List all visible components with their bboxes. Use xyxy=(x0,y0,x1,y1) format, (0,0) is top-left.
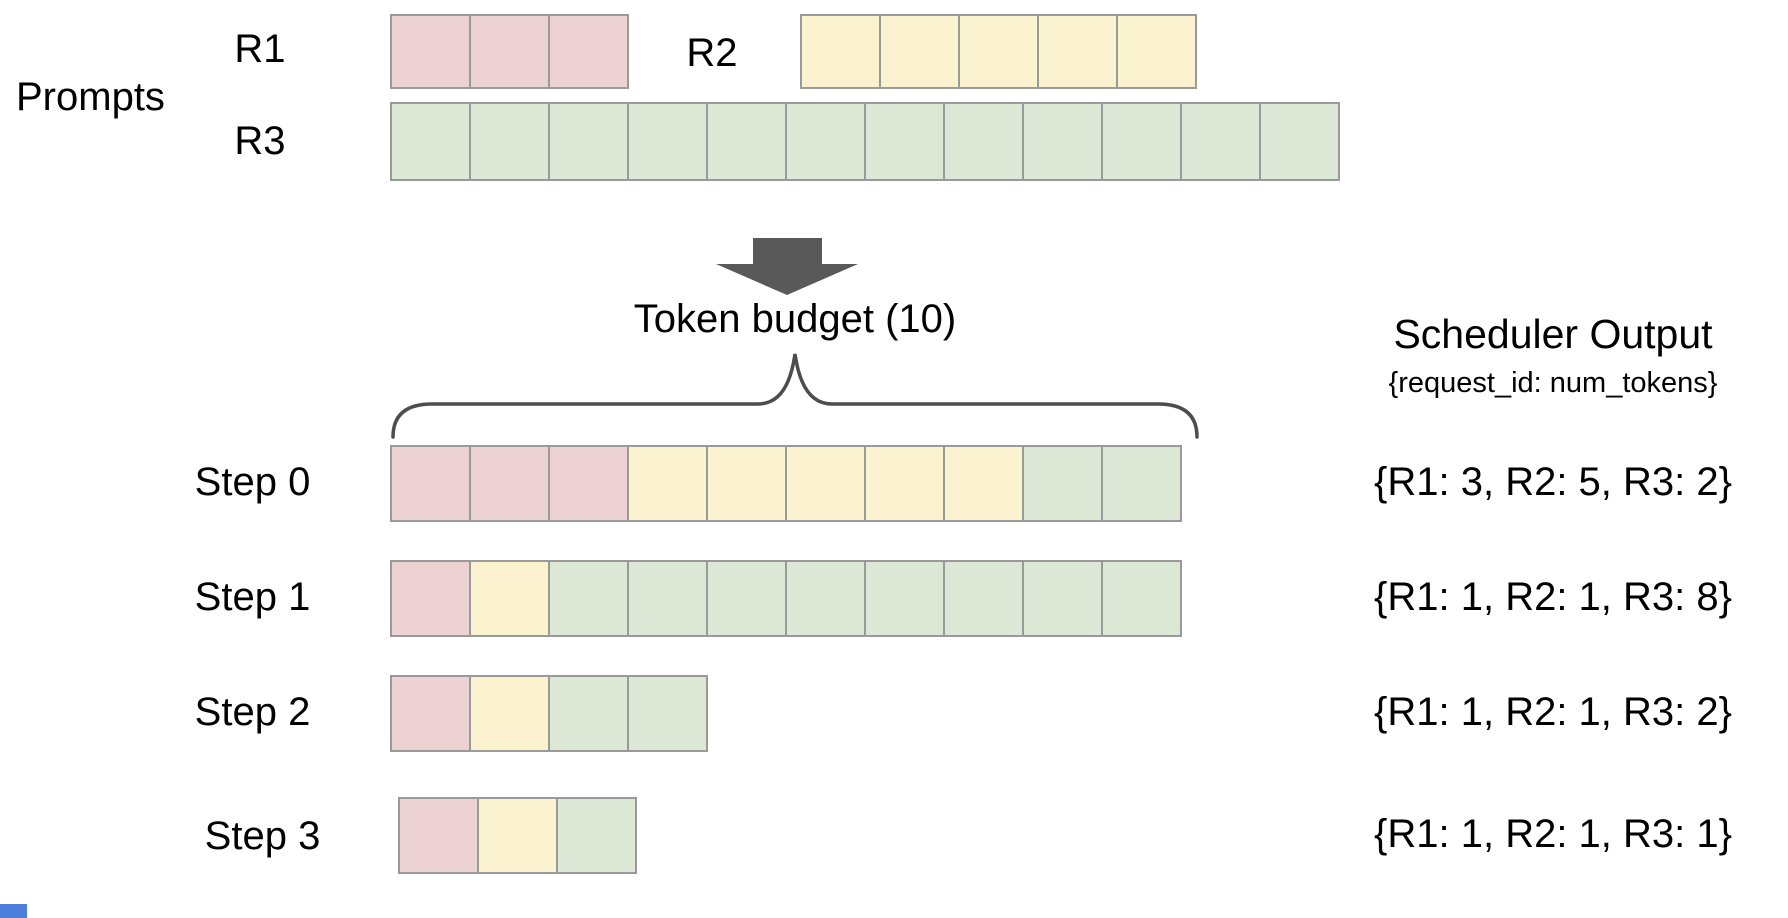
token-cell-r2 xyxy=(864,445,945,522)
step-0-output: {R1: 3, R2: 5, R3: 2} xyxy=(1374,460,1732,504)
step-0-label: Step 0 xyxy=(194,460,311,504)
token-cell-r1 xyxy=(469,14,550,89)
token-cell-r1 xyxy=(469,445,550,522)
token-cell-r2 xyxy=(785,445,866,522)
token-cell-r3 xyxy=(943,560,1024,637)
token-cell-r3 xyxy=(390,102,471,181)
token-cell-r2 xyxy=(627,445,708,522)
token-cell-r2 xyxy=(879,14,960,89)
step-3-output: {R1: 1, R2: 1, R3: 1} xyxy=(1374,812,1732,856)
prompt-r2-label: R2 xyxy=(686,31,738,75)
token-cell-r3 xyxy=(1259,102,1340,181)
token-cell-r3 xyxy=(627,560,708,637)
step-1-output: {R1: 1, R2: 1, R3: 8} xyxy=(1374,575,1732,619)
token-budget-brace xyxy=(391,353,1199,439)
token-cell-r1 xyxy=(390,14,471,89)
token-cell-r2 xyxy=(943,445,1024,522)
token-cell-r2 xyxy=(477,797,558,874)
prompt-r3-label: R3 xyxy=(234,119,286,163)
scheduler-output-subtitle: {request_id: num_tokens} xyxy=(1388,367,1718,399)
step-0-row xyxy=(390,445,1182,522)
token-cell-r2 xyxy=(469,675,550,752)
step-2-row xyxy=(390,675,708,752)
token-cell-r3 xyxy=(943,102,1024,181)
token-cell-r3 xyxy=(548,675,629,752)
token-cell-r3 xyxy=(1022,445,1103,522)
token-cell-r3 xyxy=(785,560,866,637)
down-arrow-icon xyxy=(716,238,858,295)
token-cell-r2 xyxy=(958,14,1039,89)
corner-artifact xyxy=(0,904,27,918)
token-cell-r3 xyxy=(1101,445,1182,522)
token-budget-label: Token budget (10) xyxy=(633,297,957,341)
token-cell-r2 xyxy=(1037,14,1118,89)
step-1-row xyxy=(390,560,1182,637)
step-1-label: Step 1 xyxy=(194,575,311,619)
step-2-label: Step 2 xyxy=(194,690,311,734)
token-cell-r1 xyxy=(390,560,471,637)
token-cell-r3 xyxy=(706,560,787,637)
token-cell-r3 xyxy=(548,560,629,637)
prompts-label: Prompts xyxy=(16,75,165,119)
token-cell-r3 xyxy=(627,102,708,181)
token-cell-r3 xyxy=(864,102,945,181)
token-cell-r3 xyxy=(864,560,945,637)
step-3-label: Step 3 xyxy=(204,814,321,858)
token-cell-r3 xyxy=(556,797,637,874)
prompt-r3-row xyxy=(390,102,1340,181)
token-cell-r3 xyxy=(469,102,550,181)
step-3-row xyxy=(398,797,637,874)
token-cell-r3 xyxy=(785,102,866,181)
prompt-r1-row xyxy=(390,14,629,89)
token-cell-r3 xyxy=(627,675,708,752)
token-cell-r2 xyxy=(469,560,550,637)
scheduler-output-title: Scheduler Output xyxy=(1393,311,1713,357)
token-cell-r2 xyxy=(1116,14,1197,89)
token-cell-r3 xyxy=(706,102,787,181)
token-cell-r3 xyxy=(548,102,629,181)
token-cell-r1 xyxy=(398,797,479,874)
token-cell-r2 xyxy=(706,445,787,522)
token-cell-r1 xyxy=(548,14,629,89)
token-cell-r1 xyxy=(548,445,629,522)
token-cell-r3 xyxy=(1022,560,1103,637)
token-cell-r1 xyxy=(390,445,471,522)
prompt-r1-label: R1 xyxy=(234,27,286,71)
token-cell-r2 xyxy=(800,14,881,89)
token-cell-r3 xyxy=(1022,102,1103,181)
step-2-output: {R1: 1, R2: 1, R3: 2} xyxy=(1374,690,1732,734)
token-cell-r1 xyxy=(390,675,471,752)
token-cell-r3 xyxy=(1180,102,1261,181)
token-cell-r3 xyxy=(1101,102,1182,181)
prompt-r2-row xyxy=(800,14,1197,89)
token-cell-r3 xyxy=(1101,560,1182,637)
